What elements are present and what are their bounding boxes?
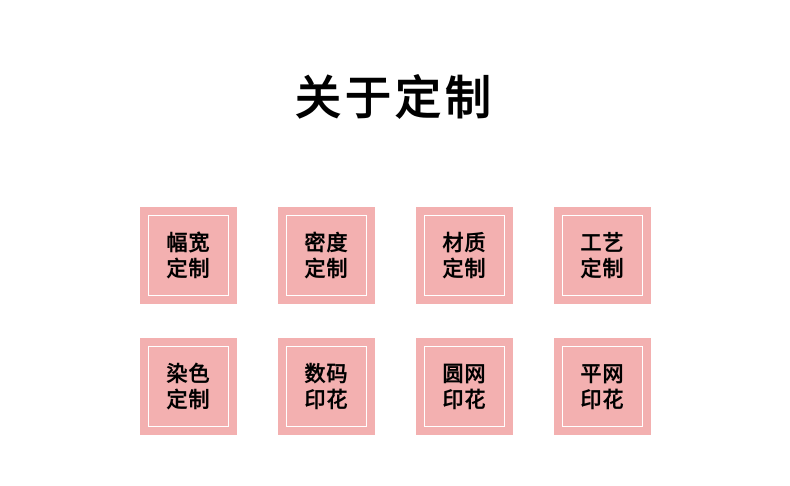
cell-label: 平网 印花 <box>580 361 625 412</box>
cell-label: 数码 印花 <box>304 361 349 412</box>
grid-cell-digital-print[interactable]: 数码 印花 <box>278 338 375 435</box>
cell-inner-border: 材质 定制 <box>424 215 505 296</box>
grid-cell-rotary-screen-print[interactable]: 圆网 印花 <box>416 338 513 435</box>
cell-label: 密度 定制 <box>304 230 349 281</box>
grid-cell-width-custom[interactable]: 幅宽 定制 <box>140 207 237 304</box>
grid-cell-flat-screen-print[interactable]: 平网 印花 <box>554 338 651 435</box>
grid-cell-process-custom[interactable]: 工艺 定制 <box>554 207 651 304</box>
grid-row-1: 幅宽 定制 密度 定制 材质 定制 工艺 定制 <box>140 207 660 304</box>
cell-inner-border: 数码 印花 <box>286 346 367 427</box>
cell-label: 材质 定制 <box>442 230 487 281</box>
grid-cell-material-custom[interactable]: 材质 定制 <box>416 207 513 304</box>
grid-row-2: 染色 定制 数码 印花 圆网 印花 平网 印花 <box>140 338 660 435</box>
cell-inner-border: 圆网 印花 <box>424 346 505 427</box>
cell-label: 圆网 印花 <box>442 361 487 412</box>
cell-inner-border: 密度 定制 <box>286 215 367 296</box>
cell-inner-border: 幅宽 定制 <box>148 215 229 296</box>
cell-inner-border: 平网 印花 <box>562 346 643 427</box>
cell-label: 工艺 定制 <box>580 230 625 281</box>
cell-inner-border: 染色 定制 <box>148 346 229 427</box>
cell-label: 幅宽 定制 <box>166 230 211 281</box>
grid-cell-dyeing-custom[interactable]: 染色 定制 <box>140 338 237 435</box>
cell-inner-border: 工艺 定制 <box>562 215 643 296</box>
grid-cell-density-custom[interactable]: 密度 定制 <box>278 207 375 304</box>
customization-grid: 幅宽 定制 密度 定制 材质 定制 工艺 定制 <box>140 207 660 435</box>
page-title: 关于定制 <box>295 73 495 124</box>
cell-label: 染色 定制 <box>166 361 211 412</box>
